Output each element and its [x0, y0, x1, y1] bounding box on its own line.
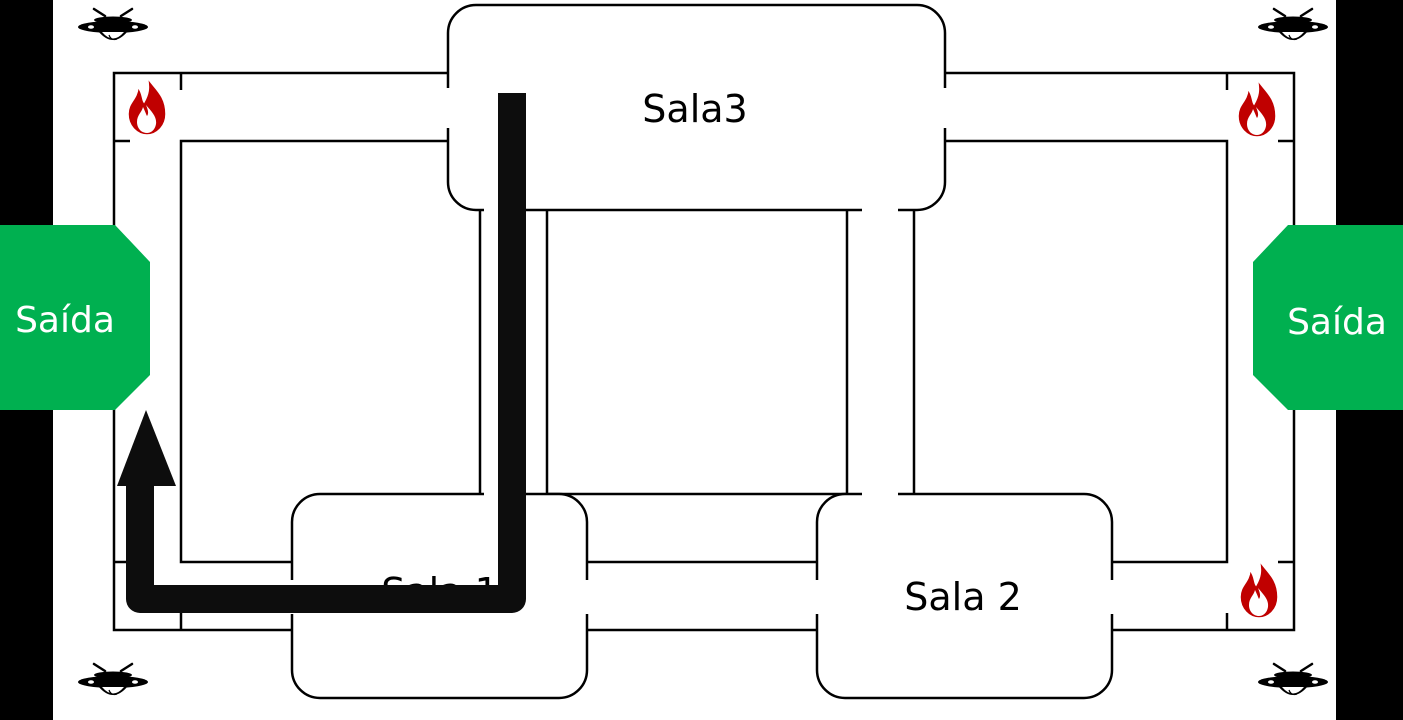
escape-route-arrow — [117, 93, 526, 613]
room-sala3-label: Sala3 — [642, 87, 747, 131]
exit-right: Saída — [1253, 225, 1403, 410]
exit-right-label: Saída — [1287, 302, 1387, 343]
inner-corridor — [478, 206, 916, 496]
exit-left: Saída — [0, 225, 150, 410]
exit-left-label: Saída — [15, 300, 115, 341]
room-sala2-label: Sala 2 — [904, 575, 1022, 619]
